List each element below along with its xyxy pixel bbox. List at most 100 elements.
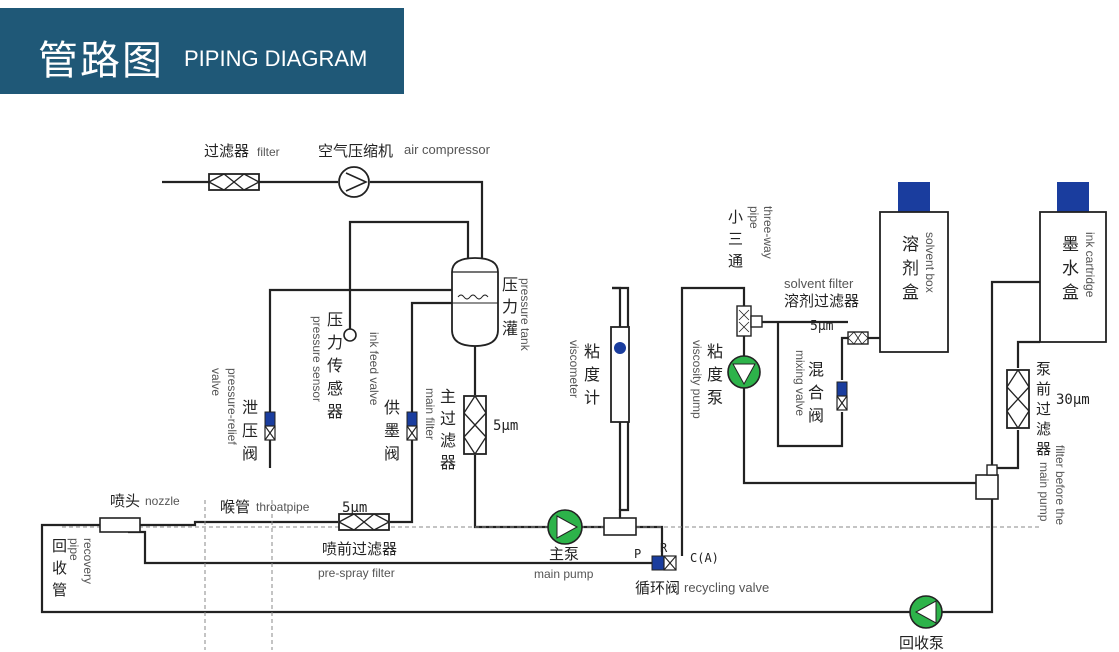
pressure-sensor-label-zh-0: 压 [327, 310, 343, 329]
relief-valve-label-zh-1: 压 [242, 421, 258, 440]
air-compressor-icon [338, 166, 370, 198]
tee-junction-icon [603, 517, 637, 536]
main-filter-label-zh-0: 主 [440, 387, 456, 406]
viscometer-label-zh-0: 粘 [584, 342, 600, 361]
recovery-pump-icon [909, 595, 943, 629]
main-filter-label-zh-3: 器 [440, 453, 456, 472]
main-filter-label-en: main filter [423, 388, 437, 440]
throat-pipe-guides [62, 500, 1040, 650]
solvent-box-label-zh-2: 盒 [902, 283, 919, 303]
viscometer-icon [610, 326, 630, 423]
pump-prefilter-label-zh-4: 器 [1036, 440, 1051, 458]
solvent-filter-label-zh: 溶剂过滤器 [784, 292, 859, 310]
ink-cartridge-icon [1039, 182, 1107, 343]
throatpipe-label-en: throatpipe [256, 500, 310, 514]
port-r-label: R [660, 541, 668, 555]
main-filter-icon [463, 395, 487, 455]
pressure-sensor-label-zh-3: 感 [327, 379, 343, 398]
mixing-valve-icon [836, 381, 848, 411]
ink-feed-valve-label-zh-2: 阀 [384, 444, 400, 463]
solvent-filter-label-en: solvent filter [784, 276, 854, 291]
viscometer-label-zh-1: 度 [584, 365, 600, 384]
title-banner: 管路图 PIPING DIAGRAM [0, 8, 404, 94]
filter-label-zh: 过滤器 [204, 142, 249, 160]
pressure-tank-icon [451, 257, 499, 347]
three-way-label-zh-1: 三 [728, 230, 743, 248]
recycling-valve-label-en: recycling valve [684, 580, 769, 595]
relief-valve-label-en-0: pressure-relief [225, 368, 239, 445]
three-way-label-zh-0: 小 [728, 208, 743, 226]
mixing-valve-label-en: mixing valve [793, 350, 807, 416]
title-chinese: 管路图 [38, 38, 164, 84]
filter-label-en: filter [257, 145, 280, 159]
mixing-valve-label-zh-0: 混 [808, 360, 824, 379]
air-compressor-label-zh: 空气压缩机 [318, 142, 393, 160]
ink-feed-valve-label-zh-1: 墨 [384, 421, 400, 440]
solvent-box-label-en: solvent box [923, 232, 937, 293]
recycling-valve-label-zh: 循环阀 [635, 579, 680, 597]
main-pump-icon [547, 509, 583, 545]
main-pump-label-en: main pump [534, 567, 594, 581]
pump-prefilter-label-zh-1: 前 [1036, 380, 1051, 398]
pressure-tank-label-zh-0: 压 [502, 275, 518, 294]
viscosity-pump-label-zh-0: 粘 [707, 342, 723, 361]
pump-prefilter-label-zh-2: 过 [1036, 400, 1051, 418]
pump-prefilter-label-en-1: main pump [1037, 462, 1051, 522]
recovery-label-zh-1: 收 [52, 559, 67, 577]
pump-prefilter-label-zh-3: 滤 [1036, 420, 1051, 438]
port-p-label: P [634, 547, 641, 561]
solvent-box-icon [879, 182, 949, 353]
pump-prefilter-label-zh-0: 泵 [1036, 360, 1051, 378]
viscosity-pump-icon [727, 355, 761, 389]
three-way-label-zh-2: 通 [728, 252, 743, 270]
pump-prefilter-label-en-0: filter before the [1053, 445, 1067, 525]
ink-cartridge-label-zh-2: 盒 [1062, 283, 1079, 303]
three-way-label-en-0: three-way [761, 206, 775, 259]
solvent-box-label-zh-1: 剂 [902, 259, 919, 279]
recovery-label-en-1: pipe [67, 538, 81, 561]
prespray-rating: 5μm [342, 500, 367, 516]
relief-valve-label-zh-2: 阀 [242, 444, 258, 463]
pressure-tank-label-en: pressure tank [518, 278, 532, 352]
ink-feed-valve-label-en: ink feed valve [367, 332, 381, 406]
recycling-valve-icon [651, 555, 677, 571]
recovery-pump-label-zh: 回收泵 [899, 634, 944, 652]
air-filter-icon [208, 173, 260, 191]
three-way-label-en-1: pipe [747, 206, 761, 229]
ink-cartridge-label-zh-0: 墨 [1062, 235, 1079, 255]
title-english: PIPING DIAGRAM [184, 46, 368, 71]
relief-valve-icon [264, 411, 276, 441]
solvent-filter-rating: 5μm [810, 319, 834, 334]
ink-cartridge-label-en: ink cartridge [1083, 232, 1097, 298]
main-pump-label-zh: 主泵 [549, 545, 579, 563]
mixing-valve-label-zh-1: 合 [808, 383, 824, 402]
viscosity-pump-label-zh-2: 泵 [707, 388, 723, 407]
junction-box-icon [975, 464, 999, 500]
prespray-label-zh: 喷前过滤器 [322, 540, 397, 558]
pressure-sensor-label-zh-2: 传 [327, 356, 343, 375]
pump-prefilter-icon [1006, 369, 1030, 429]
ink-feed-valve-label-zh-0: 供 [384, 398, 400, 417]
nozzle-label-en: nozzle [145, 494, 180, 508]
recovery-label-zh-2: 管 [52, 581, 67, 599]
viscometer-label-zh-2: 计 [584, 388, 600, 407]
main-filter-label-zh-2: 滤 [440, 431, 456, 450]
pump-prefilter-rating: 30μm [1056, 392, 1090, 408]
viscosity-pump-label-en: viscosity pump [690, 340, 704, 419]
pressure-tank-label-zh-1: 力 [502, 297, 518, 316]
viscosity-pump-label-zh-1: 度 [707, 365, 723, 384]
throatpipe-label-zh: 喉管 [220, 498, 250, 516]
solvent-box-label-zh-0: 溶 [902, 235, 919, 255]
pressure-sensor-label-zh-1: 力 [327, 333, 343, 352]
nozzle-label-zh: 喷头 [110, 492, 140, 510]
pressure-tank-label-zh-2: 灌 [502, 319, 518, 338]
recovery-label-en-0: recovery [81, 538, 95, 584]
viscometer-label-en: viscometer [567, 340, 581, 398]
pressure-sensor-label-zh-4: 器 [327, 402, 343, 421]
main-filter-rating: 5μm [493, 418, 518, 434]
main-filter-label-zh-1: 过 [440, 409, 456, 428]
pre-spray-filter-icon [338, 513, 390, 531]
prespray-label-en: pre-spray filter [318, 566, 395, 580]
three-way-pipe-icon [736, 305, 763, 337]
